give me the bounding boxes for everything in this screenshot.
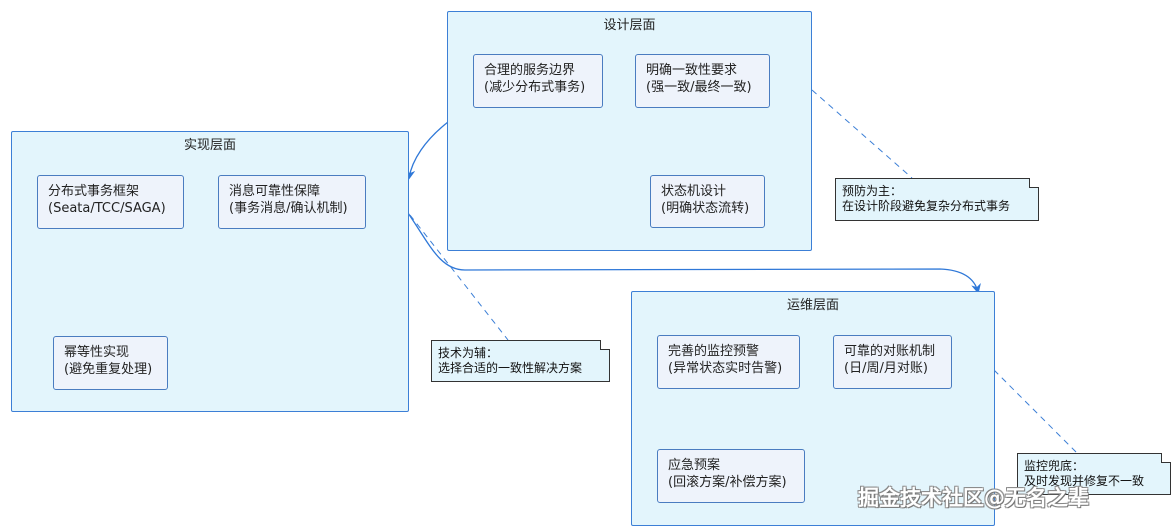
node-monitoring-alerting[interactable]: 完善的监控预警 (异常状态实时告警) xyxy=(657,335,800,389)
package-title: 实现层面 xyxy=(183,138,236,153)
note-text: 选择合适的一致性解决方案 xyxy=(438,361,583,375)
node-consistency-requirement[interactable]: 明确一致性要求 (强一致/最终一致) xyxy=(635,54,770,108)
node-idempotency[interactable]: 幂等性实现 (避免重复处理) xyxy=(53,336,168,390)
note-title: 预防为主： xyxy=(842,184,903,198)
node-label: 完善的监控预警 xyxy=(668,344,760,359)
note-fold-icon xyxy=(1161,453,1171,463)
note-link-design xyxy=(811,89,913,179)
note-link-operations xyxy=(993,369,1078,454)
note-operations: 监控兜底： 及时发现并修复不一致 xyxy=(1017,453,1171,495)
node-sublabel: (异常状态实时告警) xyxy=(668,361,783,376)
node-reconciliation[interactable]: 可靠的对账机制 (日/周/月对账) xyxy=(833,335,952,389)
node-distributed-tx-framework[interactable]: 分布式事务框架 (Seata/TCC/SAGA) xyxy=(37,175,184,229)
node-sublabel: (Seata/TCC/SAGA) xyxy=(48,201,166,216)
note-text: 在设计阶段避免复杂分布式事务 xyxy=(842,199,1011,213)
node-sublabel: (事务消息/确认机制) xyxy=(229,201,348,216)
node-service-boundary[interactable]: 合理的服务边界 (减少分布式事务) xyxy=(473,54,603,108)
node-sublabel: (日/周/月对账) xyxy=(844,361,928,376)
node-label: 分布式事务框架 xyxy=(48,184,140,199)
package-design: 设计层面 合理的服务边界 (减少分布式事务) 明确一致性要求 (强一致/最终一致… xyxy=(447,11,812,251)
note-title: 技术为辅： xyxy=(438,346,499,360)
note-fold-icon xyxy=(1029,178,1039,188)
node-label: 幂等性实现 xyxy=(64,345,130,360)
package-implementation: 实现层面 分布式事务框架 (Seata/TCC/SAGA) 消息可靠性保障 (事… xyxy=(11,131,409,412)
arrow-design-to-implementation xyxy=(405,121,449,180)
node-sublabel: (明确状态流转) xyxy=(661,201,750,216)
node-label: 消息可靠性保障 xyxy=(229,184,321,199)
watermark: 掘金技术社区@无名之辈 xyxy=(858,486,1089,510)
node-sublabel: (减少分布式事务) xyxy=(484,80,586,95)
node-state-machine[interactable]: 状态机设计 (明确状态流转) xyxy=(650,175,765,228)
note-fold-icon xyxy=(600,340,610,350)
node-sublabel: (强一致/最终一致) xyxy=(646,80,752,95)
node-sublabel: (避免重复处理) xyxy=(64,362,153,377)
package-title: 运维层面 xyxy=(786,298,839,313)
node-label: 明确一致性要求 xyxy=(646,63,738,78)
note-implementation: 技术为辅： 选择合适的一致性解决方案 xyxy=(431,340,610,382)
node-label: 可靠的对账机制 xyxy=(844,344,936,359)
node-sublabel: (回滚方案/补偿方案) xyxy=(668,475,787,490)
note-design: 预防为主： 在设计阶段避免复杂分布式事务 xyxy=(835,178,1039,221)
package-operations: 运维层面 完善的监控预警 (异常状态实时告警) 可靠的对账机制 (日/周/月对账… xyxy=(631,291,995,526)
note-title: 监控兜底： xyxy=(1024,459,1085,473)
node-emergency-plan[interactable]: 应急预案 (回滚方案/补偿方案) xyxy=(657,449,805,503)
package-title: 设计层面 xyxy=(603,18,656,33)
node-label: 应急预案 xyxy=(668,458,721,473)
node-label: 合理的服务边界 xyxy=(484,63,576,78)
node-message-reliability[interactable]: 消息可靠性保障 (事务消息/确认机制) xyxy=(218,175,366,229)
node-label: 状态机设计 xyxy=(661,184,727,199)
note-text: 及时发现并修复不一致 xyxy=(1024,474,1145,488)
